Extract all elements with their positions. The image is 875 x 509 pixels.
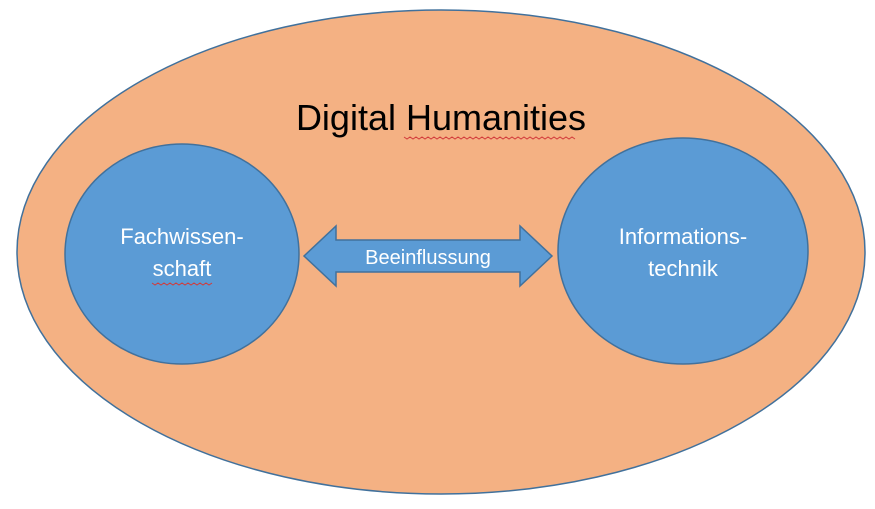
right-circle-label-line1: Informations- (619, 224, 747, 249)
right-circle-label-line2: technik (648, 256, 719, 281)
diagram-title: Digital Humanities (296, 97, 586, 138)
arrow-label: Beeinflussung (365, 247, 491, 269)
left-circle-label-line2: schaft (153, 256, 212, 281)
double-headed-arrow-icon (302, 224, 554, 288)
spellcheck-underline-schaft (151, 282, 213, 286)
spellcheck-underline-title (403, 136, 576, 140)
right-circle-informationstechnik (557, 137, 809, 365)
left-circle-label-line1: Fachwissen- (120, 224, 243, 249)
left-circle-fachwissenschaft (64, 143, 300, 365)
